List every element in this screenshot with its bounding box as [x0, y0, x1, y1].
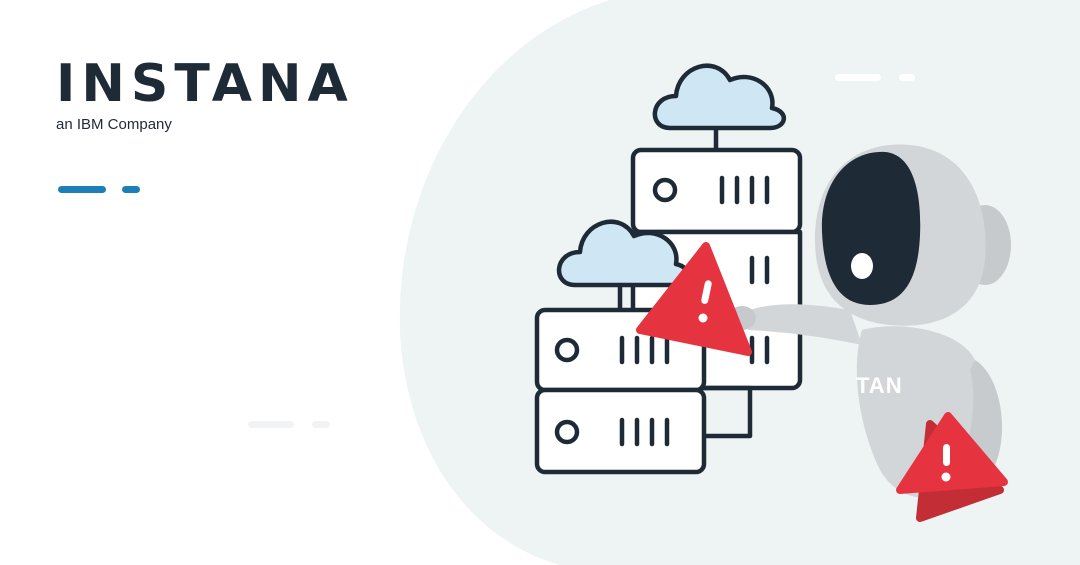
warning-icon [636, 242, 752, 356]
warning-icon [896, 412, 1008, 494]
server-icon [534, 265, 707, 475]
decor-dash-long [248, 421, 294, 428]
cloud-icon [652, 63, 786, 131]
brand-tagline: an IBM Company [56, 116, 172, 133]
brand-header: INSTANA an IBM Company [56, 58, 354, 133]
decor-dash-short [312, 421, 330, 428]
accent-dash-long [58, 186, 106, 193]
instana-logo: INSTANA [56, 54, 354, 114]
decor-dash-right-long [835, 74, 881, 81]
decor-dash-right-short [899, 74, 915, 81]
robot-chest-text: TAN [856, 373, 903, 398]
accent-dash-short [122, 186, 140, 193]
